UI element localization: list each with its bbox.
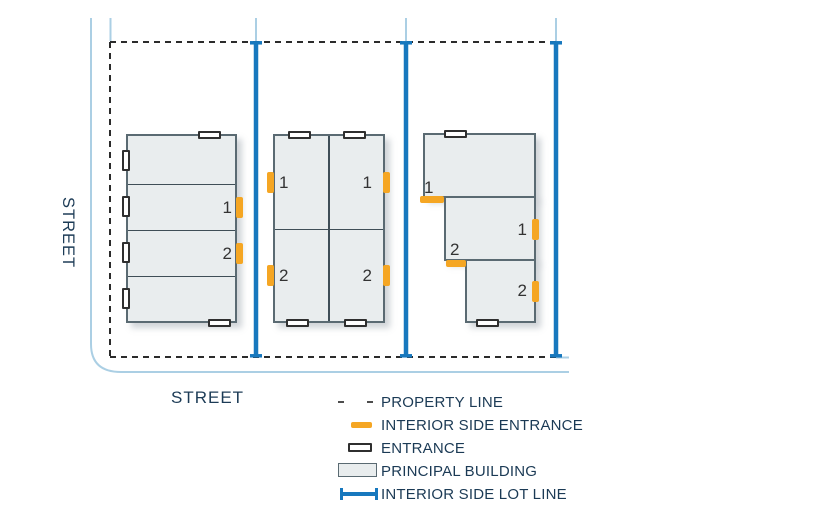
unit-divider — [275, 228, 383, 230]
unit-number: 1 — [222, 197, 232, 217]
interior-side-entrance — [236, 196, 243, 218]
legend-label-interior-side-entrance: INTERIOR SIDE ENTRANCE — [381, 417, 583, 434]
property-line-legend-icon — [338, 400, 344, 403]
street-label-bottom: STREET — [171, 388, 245, 407]
entrance — [475, 319, 499, 327]
interior-side-entrance — [382, 265, 390, 286]
property-line-legend-icon — [367, 400, 373, 403]
principal-building-right-unit1 — [423, 133, 536, 198]
lot-line-bar-icon — [340, 492, 378, 496]
principal-building-middle — [273, 134, 385, 323]
legend-label-property-line: PROPERTY LINE — [381, 394, 504, 411]
unit-number: 1 — [517, 219, 527, 239]
interior-side-entrance — [531, 281, 539, 302]
principal-building-legend-icon — [338, 463, 377, 477]
unit-number: 2 — [517, 280, 527, 300]
unit-number: 1 — [279, 172, 289, 192]
entrance — [343, 319, 367, 327]
unit-number: 2 — [362, 266, 372, 285]
interior-side-entrance — [531, 218, 539, 240]
entrance — [122, 242, 130, 263]
lot-line-cap-icon — [375, 488, 378, 500]
legend-label-interior-side-lot-line: INTERIOR SIDE LOT LINE — [381, 485, 567, 503]
entrance — [444, 129, 467, 138]
entrance — [287, 130, 311, 139]
entrance — [207, 319, 231, 327]
interior-side-entrance — [420, 196, 444, 203]
interior-side-entrance — [266, 171, 274, 193]
unit-divider — [128, 275, 235, 277]
interior-side-entrance — [266, 265, 274, 286]
interior-side-entrance-legend-icon — [351, 422, 372, 428]
entrance — [285, 319, 309, 327]
unit-number: 2 — [279, 266, 289, 285]
entrance — [122, 288, 130, 309]
street-curb-line — [90, 18, 569, 373]
entrance — [197, 130, 221, 139]
unit-number: 1 — [362, 172, 372, 192]
interior-side-entrance — [236, 242, 243, 264]
entrance-legend-icon — [348, 443, 372, 452]
interior-side-lot-line-legend-icon — [340, 488, 378, 500]
legend-label-entrance: ENTRANCE — [381, 440, 466, 457]
unit-divider — [128, 183, 235, 185]
street-label-left: STREET — [59, 197, 77, 269]
unit-number: 2 — [450, 240, 460, 259]
principal-building-left — [126, 134, 237, 323]
unit-number: 2 — [222, 243, 232, 263]
unit-divider — [128, 229, 235, 231]
entrance — [342, 130, 366, 139]
interior-side-entrance — [382, 171, 390, 193]
entrance — [122, 196, 130, 217]
unit-number: 1 — [424, 178, 434, 197]
legend-label-principal-building: PRINCIPAL BUILDING — [381, 462, 538, 480]
interior-side-entrance — [446, 259, 466, 267]
entrance — [122, 149, 130, 171]
